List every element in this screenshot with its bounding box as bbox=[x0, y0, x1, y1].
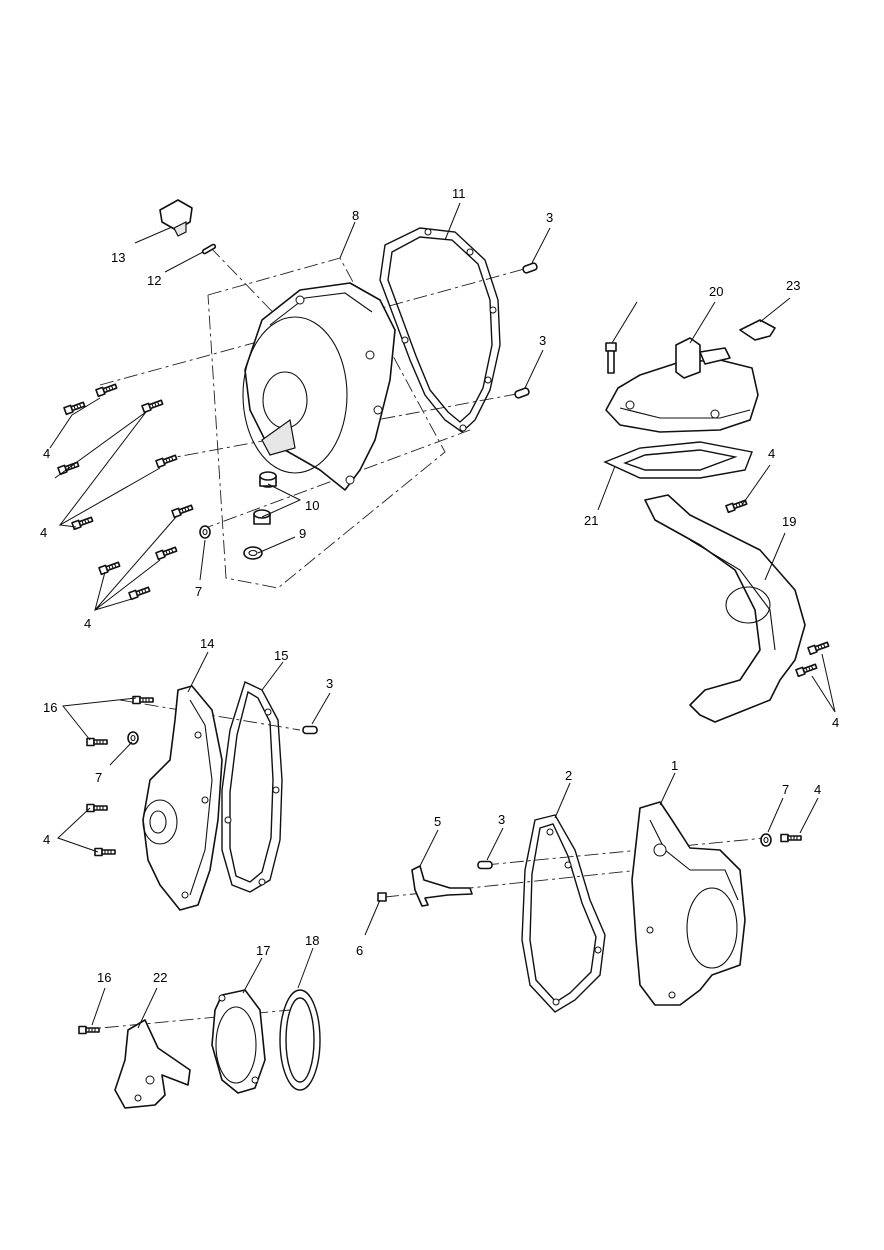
sealing-washer bbox=[127, 731, 139, 745]
callout-4: 4 bbox=[84, 616, 91, 631]
dowel-bush bbox=[253, 509, 271, 525]
callout-7: 7 bbox=[195, 584, 202, 599]
flange-bolt bbox=[78, 1025, 100, 1035]
callout-2: 2 bbox=[565, 768, 572, 783]
callout-18: 18 bbox=[305, 933, 319, 948]
callout-13: 13 bbox=[111, 250, 125, 265]
dowel-pin bbox=[302, 725, 318, 735]
callout-17: 17 bbox=[256, 943, 270, 958]
callout-3: 3 bbox=[546, 210, 553, 225]
clutch-cover-gasket bbox=[521, 814, 606, 1013]
clutch-cover bbox=[631, 801, 746, 1006]
bolt bbox=[171, 503, 194, 519]
bolt bbox=[807, 640, 830, 656]
sprocket-cover-gasket bbox=[221, 681, 283, 893]
bolt bbox=[98, 560, 121, 576]
callout-12: 12 bbox=[147, 273, 161, 288]
callout-14: 14 bbox=[200, 636, 214, 651]
sealing-washer bbox=[760, 833, 772, 847]
clutch-cover-group bbox=[377, 801, 802, 1013]
bolt bbox=[141, 398, 164, 414]
bolt bbox=[795, 662, 818, 678]
breather-cover-gasket bbox=[603, 441, 753, 479]
callout-3: 3 bbox=[539, 333, 546, 348]
bolt bbox=[95, 382, 118, 398]
leader-lines bbox=[49, 202, 836, 1029]
callout-5: 5 bbox=[434, 814, 441, 829]
bolt bbox=[63, 400, 86, 416]
flange-bolt bbox=[132, 695, 154, 705]
o-ring bbox=[201, 243, 217, 255]
callout-19: 19 bbox=[782, 514, 796, 529]
callout-3: 3 bbox=[498, 812, 505, 827]
bolt bbox=[780, 833, 802, 843]
callout-6: 6 bbox=[356, 943, 363, 958]
mounting-bracket bbox=[644, 494, 806, 723]
alternator-cover-group bbox=[57, 199, 539, 601]
pickup-cover-group bbox=[78, 989, 321, 1109]
alternator-cover-gasket bbox=[379, 227, 501, 433]
dowel-pin bbox=[513, 386, 531, 400]
screw bbox=[377, 892, 387, 902]
callout-numbers: 13 12 8 11 3 3 4 4 4 10 9 7 4 20 23 21 4… bbox=[40, 186, 839, 985]
dowel-pin bbox=[477, 860, 493, 870]
callout-4: 4 bbox=[768, 446, 775, 461]
axis-line bbox=[99, 267, 529, 386]
callout-4: 4 bbox=[43, 832, 50, 847]
callout-4: 4 bbox=[814, 782, 821, 797]
alternator-cover bbox=[242, 282, 396, 491]
callout-7: 7 bbox=[95, 770, 102, 785]
callout-4: 4 bbox=[832, 715, 839, 730]
sealing-washer bbox=[199, 525, 211, 539]
oil-seal bbox=[243, 546, 263, 560]
callout-10: 10 bbox=[305, 498, 319, 513]
callout-4: 4 bbox=[40, 525, 47, 540]
callout-8: 8 bbox=[352, 208, 359, 223]
callout-4: 4 bbox=[43, 446, 50, 461]
callout-22: 22 bbox=[153, 970, 167, 985]
bolt bbox=[155, 453, 178, 469]
callout-9: 9 bbox=[299, 526, 306, 541]
callout-20: 20 bbox=[709, 284, 723, 299]
cable-clip bbox=[411, 865, 473, 907]
callout-21: 21 bbox=[584, 513, 598, 528]
callout-16: 16 bbox=[43, 700, 57, 715]
callout-23: 23 bbox=[786, 278, 800, 293]
bolt bbox=[155, 545, 178, 561]
sprocket-cover bbox=[142, 685, 223, 911]
callout-15: 15 bbox=[274, 648, 288, 663]
dowel-pin bbox=[521, 261, 539, 275]
callout-16: 16 bbox=[97, 970, 111, 985]
breather-cover-group bbox=[603, 319, 830, 723]
hose-clip bbox=[739, 319, 776, 341]
callout-3: 3 bbox=[326, 676, 333, 691]
bolt bbox=[725, 498, 748, 514]
callout-11: 11 bbox=[452, 186, 466, 201]
bolt bbox=[605, 342, 617, 374]
pickup-cover-gasket bbox=[279, 989, 321, 1091]
axis-line bbox=[209, 246, 291, 331]
callout-7: 7 bbox=[782, 782, 789, 797]
sprocket-cover-group bbox=[86, 681, 318, 911]
dowel-bush bbox=[259, 471, 277, 488]
bolt bbox=[128, 585, 151, 601]
filler-plug bbox=[159, 199, 193, 237]
cover-bracket bbox=[114, 1019, 191, 1109]
callout-1: 1 bbox=[671, 758, 678, 773]
